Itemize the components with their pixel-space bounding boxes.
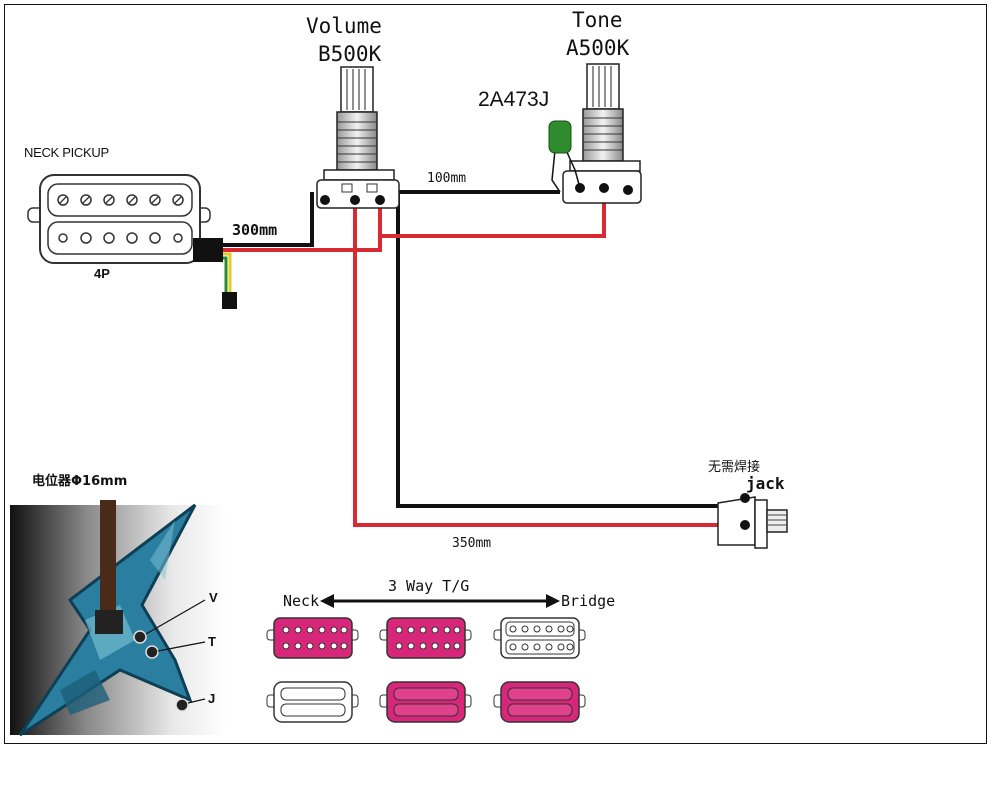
wires xyxy=(222,188,742,527)
hot-wire-pickup-to-volume xyxy=(222,200,382,252)
switch-positions xyxy=(266,617,586,723)
wire-length-100: 100mm xyxy=(427,171,467,186)
capacitor xyxy=(548,120,581,193)
volume-title: Volume xyxy=(306,14,382,38)
position-neck-bottom xyxy=(266,681,359,723)
ground-wire-pickup xyxy=(222,192,314,247)
hot-wire-volume-to-tone xyxy=(380,188,606,238)
guitar-label-t: T xyxy=(208,634,216,649)
output-jack xyxy=(717,493,788,549)
position-neck-top xyxy=(266,617,359,659)
tone-title: Tone xyxy=(572,8,623,32)
guitar-label-j: J xyxy=(208,691,216,706)
capacitor-label: 2A473J xyxy=(478,88,550,111)
guitar-picture xyxy=(10,500,226,737)
volume-value: B500K xyxy=(318,42,382,66)
wire-length-300: 300mm xyxy=(232,221,278,239)
ground-wire-volume-to-jack xyxy=(396,192,742,508)
switch-arrow xyxy=(320,594,560,608)
guitar-label-v: V xyxy=(209,590,218,605)
no-solder-label: 无需焊接 xyxy=(708,460,761,475)
switch-title: 3 Way T/G xyxy=(388,577,470,595)
pickup-conductors-label: 4P xyxy=(94,266,110,281)
hot-wire-volume-to-jack xyxy=(353,200,742,527)
position-middle-bottom xyxy=(379,681,472,723)
wire-length-350: 350mm xyxy=(452,536,492,551)
jack-label: jack xyxy=(746,474,785,493)
neck-pickup-label: NECK PICKUP xyxy=(24,145,109,160)
position-bridge-bottom xyxy=(493,681,586,723)
switch-bridge-label: Bridge xyxy=(561,592,616,610)
tone-value: A500K xyxy=(566,36,630,60)
switch-neck-label: Neck xyxy=(283,592,320,610)
position-middle-top xyxy=(379,617,472,659)
pot-size-label: 电位器Φ16mm xyxy=(32,474,128,489)
neck-pickup xyxy=(27,174,223,264)
volume-pot xyxy=(316,66,400,209)
tone-pot xyxy=(562,63,642,204)
position-bridge-top xyxy=(493,617,586,659)
diagram-frame xyxy=(4,4,987,744)
